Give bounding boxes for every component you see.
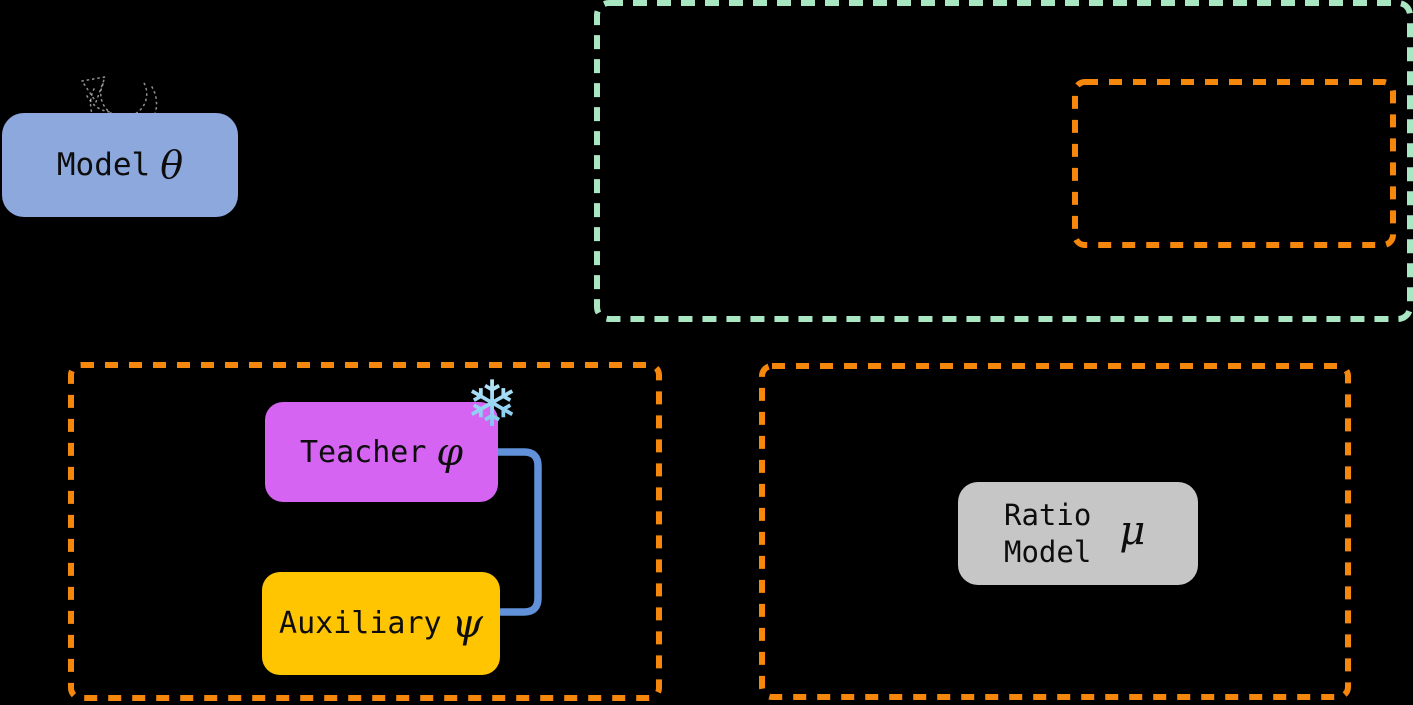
ratio-symbol: μ bbox=[1119, 507, 1146, 554]
orange-dashed-inner-box bbox=[1072, 79, 1396, 248]
auxiliary-symbol: ψ bbox=[451, 600, 483, 647]
teacher-node: Teacher φ bbox=[265, 402, 498, 502]
auxiliary-label: Auxiliary bbox=[279, 606, 442, 641]
ratio-label-line1: Ratio bbox=[1004, 497, 1092, 532]
model-symbol: θ bbox=[160, 143, 184, 187]
ratio-model-node: Ratio Model μ bbox=[958, 482, 1198, 585]
ratio-label-line2: Model bbox=[1004, 534, 1092, 569]
circular-arrow-icon bbox=[80, 75, 158, 114]
teacher-label: Teacher bbox=[299, 434, 427, 470]
auxiliary-node: Auxiliary ψ bbox=[262, 572, 500, 675]
green-dashed-group bbox=[594, 0, 1413, 322]
model-node: Model θ bbox=[2, 113, 238, 217]
ratio-model-label: Ratio Model bbox=[1004, 497, 1091, 571]
model-label: Model bbox=[56, 147, 151, 183]
teacher-symbol: φ bbox=[436, 430, 464, 474]
teacher-auxiliary-connector bbox=[494, 448, 542, 616]
